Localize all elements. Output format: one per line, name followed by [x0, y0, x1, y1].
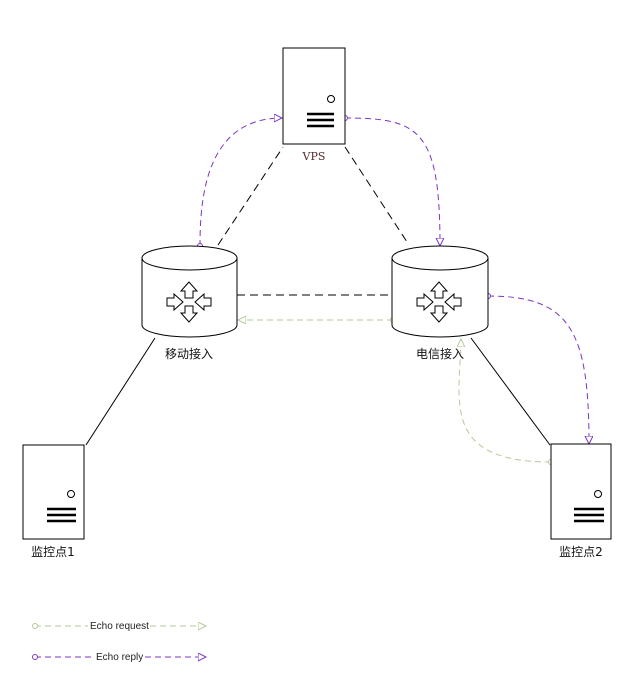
legend-reply: Echo reply	[32, 652, 206, 663]
router-telecom-label: 电信接入	[416, 346, 464, 361]
reply-path-mobile-to-vps	[200, 118, 282, 246]
legend-reply-label: Echo reply	[96, 652, 143, 663]
echo-request-paths	[238, 320, 551, 462]
vps-label: VPS	[302, 150, 326, 163]
link-mobile-monitor1	[85, 337, 156, 446]
server-bars-icon	[47, 507, 76, 523]
link-vps-telecom	[344, 146, 410, 246]
legend-request: Echo request	[32, 621, 206, 632]
legend: Echo request Echo reply	[32, 621, 206, 663]
link-telecom-monitor2	[470, 337, 551, 446]
monitor2-server[interactable]	[550, 443, 612, 540]
server-indicator-icon	[594, 490, 602, 498]
server-indicator-icon	[327, 95, 335, 103]
server-indicator-icon	[67, 490, 75, 498]
vps-server[interactable]	[282, 47, 346, 145]
server-bars-icon	[574, 507, 604, 523]
request-path-monitor2-to-telecom	[459, 339, 551, 462]
router-mobile[interactable]	[141, 245, 238, 338]
monitor1-server[interactable]	[22, 444, 85, 540]
monitor2-label: 监控点2	[559, 545, 603, 559]
link-vps-mobile	[217, 146, 284, 246]
legend-request-label: Echo request	[90, 621, 149, 632]
reply-path-telecom-to-monitor2	[488, 296, 589, 444]
router-telecom[interactable]	[391, 245, 489, 338]
reply-path-vps-to-telecom	[345, 118, 440, 246]
monitor1-label: 监控点1	[31, 545, 75, 559]
router-mobile-label: 移动接入	[165, 346, 213, 361]
server-bars-icon	[307, 112, 334, 128]
echo-reply-paths	[200, 118, 589, 444]
